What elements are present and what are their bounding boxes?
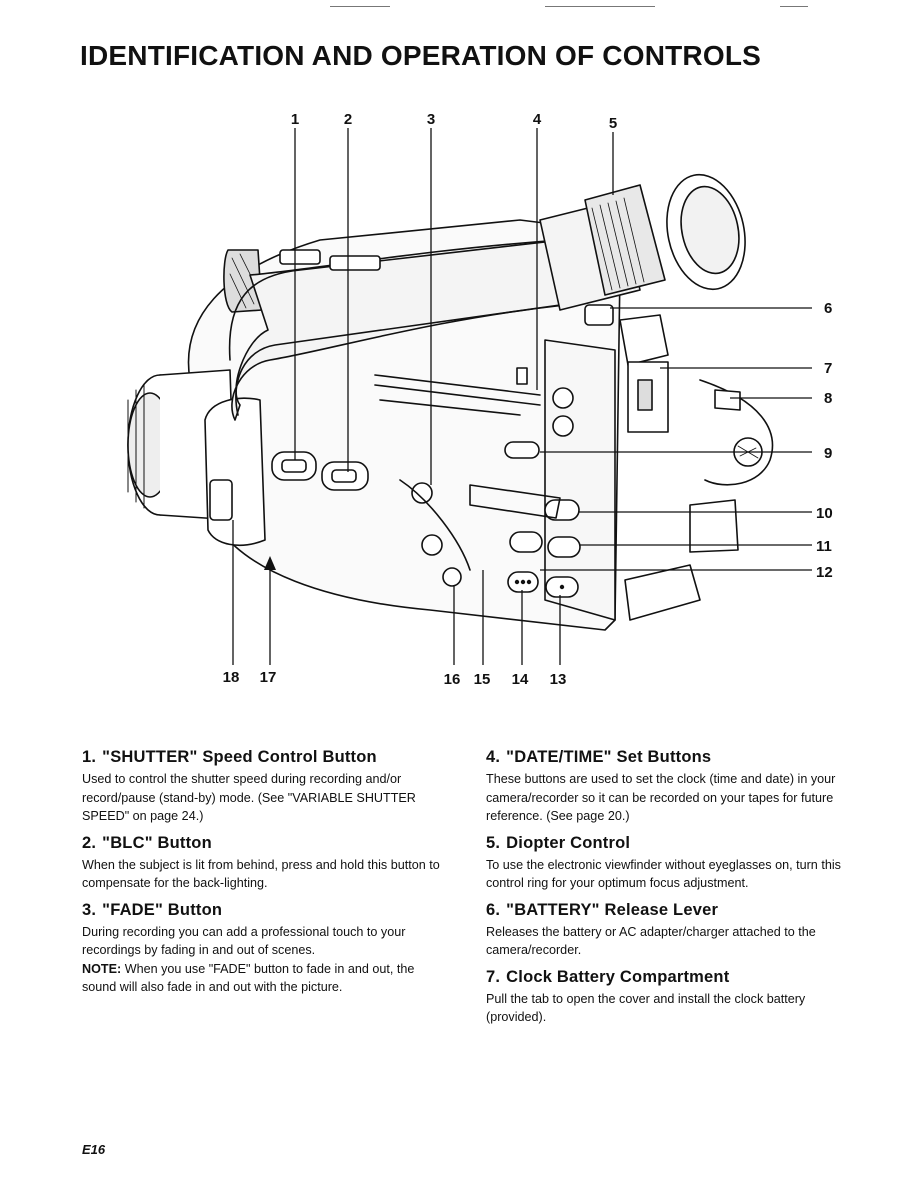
callout-13: 13 xyxy=(550,671,567,688)
top-rules xyxy=(0,6,918,10)
item-date-time: 4."DATE/TIME" Set Buttons These buttons … xyxy=(486,748,856,826)
callout-6: 6 xyxy=(824,300,832,317)
callout-2: 2 xyxy=(344,111,352,128)
callout-16: 16 xyxy=(444,671,461,688)
callout-9: 9 xyxy=(824,445,832,462)
item-heading: 4."DATE/TIME" Set Buttons xyxy=(486,748,712,766)
item-heading: 3."FADE" Button xyxy=(82,900,223,919)
callout-14: 14 xyxy=(512,671,529,688)
callout-15: 15 xyxy=(474,671,491,688)
callout-17: 17 xyxy=(260,669,277,686)
callout-numbers: 1 2 3 4 5 6 7 8 9 10 11 12 13 14 15 16 1… xyxy=(223,111,833,688)
item-heading: 6."BATTERY" Release Lever xyxy=(486,900,719,919)
item-shutter: 1."SHUTTER" Speed Control Button Used to… xyxy=(82,748,452,826)
callout-8: 8 xyxy=(824,390,832,407)
item-heading: 5.Diopter Control xyxy=(486,833,631,852)
callout-12: 12 xyxy=(816,564,833,581)
camcorder-diagram: 1 2 3 4 5 6 7 8 9 10 11 12 13 14 15 16 1… xyxy=(127,111,833,688)
item-heading: 1."SHUTTER" Speed Control Button xyxy=(82,748,377,766)
item-fade: 3."FADE" Button During recording you can… xyxy=(82,901,452,997)
item-heading: 7.Clock Battery Compartment xyxy=(486,967,730,986)
right-column: 4."DATE/TIME" Set Buttons These buttons … xyxy=(486,748,856,1035)
page-number: E16 xyxy=(82,1142,106,1157)
item-heading: 2."BLC" Button xyxy=(82,833,212,852)
callout-18: 18 xyxy=(223,669,240,686)
item-battery-release: 6."BATTERY" Release Lever Releases the b… xyxy=(486,901,856,960)
item-diopter: 5.Diopter Control To use the electronic … xyxy=(486,834,856,893)
callout-3: 3 xyxy=(427,111,435,128)
callout-5: 5 xyxy=(609,115,617,132)
item-description: Pull the tab to open the cover and insta… xyxy=(486,991,806,1025)
item-blc: 2."BLC" Button When the subject is lit f… xyxy=(82,834,452,893)
camcorder-illustration xyxy=(127,173,774,631)
item-description: During recording you can add a professio… xyxy=(82,924,406,958)
callout-1: 1 xyxy=(291,111,299,128)
callout-10: 10 xyxy=(816,505,833,522)
item-description: To use the electronic viewfinder without… xyxy=(486,857,841,891)
callout-11: 11 xyxy=(816,538,832,555)
callout-7: 7 xyxy=(824,360,832,377)
page-title: IDENTIFICATION AND OPERATION OF CONTROLS xyxy=(80,40,762,71)
callout-4: 4 xyxy=(533,111,542,128)
item-clock-battery: 7.Clock Battery Compartment Pull the tab… xyxy=(486,968,856,1027)
leader-lines xyxy=(232,128,812,665)
left-column: 1."SHUTTER" Speed Control Button Used to… xyxy=(82,748,452,1005)
item-description: Used to control the shutter speed during… xyxy=(82,772,416,823)
item-description: When the subject is lit from behind, pre… xyxy=(82,857,440,891)
item-note: NOTE: When you use "FADE" button to fade… xyxy=(82,961,415,995)
item-description: These buttons are used to set the clock … xyxy=(486,772,836,823)
item-description: Releases the battery or AC adapter/charg… xyxy=(486,924,816,958)
